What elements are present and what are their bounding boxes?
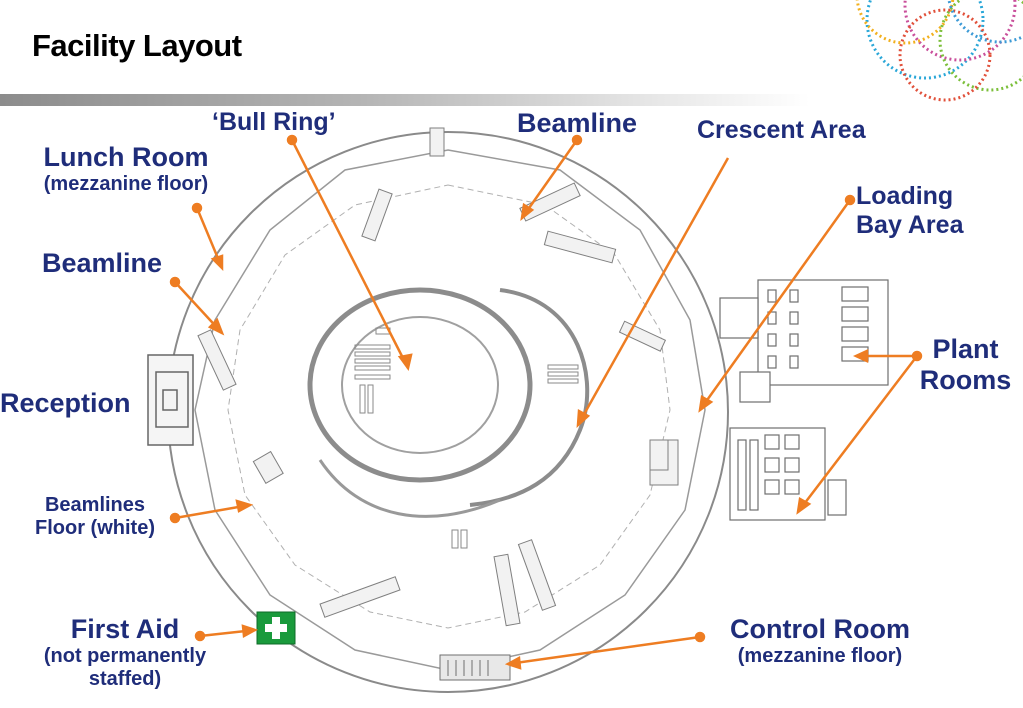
outer-ring xyxy=(167,131,729,693)
crescent-wall xyxy=(469,288,590,507)
label-lunch-room-note: (mezzanine floor) xyxy=(43,173,209,196)
first-aid-cross-icon xyxy=(256,611,296,645)
annotation-arrows xyxy=(169,134,923,670)
label-lunch-room-group: Lunch Room (mezzanine floor) xyxy=(16,142,236,196)
label-first-aid-note: (not permanently xyxy=(43,645,207,668)
label-loading-bay-2: Bay Area xyxy=(856,210,964,239)
label-control-room-note: (mezzanine floor) xyxy=(737,645,903,668)
label-first-aid-group: First Aid (not permanently staffed) xyxy=(15,614,235,691)
label-first-aid-note-2: staffed) xyxy=(88,668,162,691)
label-reception: Reception xyxy=(0,388,131,418)
label-beamlines-floor: Beamlines xyxy=(44,494,146,516)
label-plant-rooms-group: Plant Rooms xyxy=(908,334,1023,396)
arrow-control-room xyxy=(507,635,701,666)
storage-ring xyxy=(307,287,533,483)
arrow-plant-rooms-2 xyxy=(797,355,918,513)
label-first-aid: First Aid xyxy=(70,614,180,644)
beamline-hutches xyxy=(197,127,679,627)
reception-building xyxy=(147,354,194,446)
label-loading-bay-group: Loading Bay Area xyxy=(856,182,963,240)
arrow-bull-ring xyxy=(290,139,410,369)
label-beamline-left: Beamline xyxy=(42,248,163,278)
shield-wall xyxy=(318,459,501,518)
label-control-room: Control Room xyxy=(730,614,910,644)
label-plant-rooms-2: Rooms xyxy=(919,365,1012,396)
title-underline-bar xyxy=(0,94,810,106)
label-beamline-top: Beamline xyxy=(517,108,638,138)
label-loading-bay: Loading xyxy=(856,182,954,210)
control-room-block xyxy=(439,654,511,681)
arrow-beamline-top xyxy=(520,139,579,219)
label-beamlines-floor-2: Floor (white) xyxy=(35,517,155,539)
label-control-room-group: Control Room (mezzanine floor) xyxy=(700,614,940,668)
booster-ring xyxy=(341,316,499,454)
arrow-crescent-area xyxy=(576,157,730,426)
page-title: Facility Layout xyxy=(32,28,242,63)
label-bull-ring: ‘Bull Ring’ xyxy=(212,108,336,136)
dotted-circle-logo-icon xyxy=(855,0,1023,102)
control-annex-building xyxy=(729,427,847,521)
plant-rooms-building xyxy=(719,279,889,403)
label-crescent-area: Crescent Area xyxy=(697,116,866,144)
label-beamlines-floor-group: Beamlines Floor (white) xyxy=(20,494,170,540)
label-plant-rooms: Plant xyxy=(932,334,999,364)
arrow-loading-bay xyxy=(698,199,852,411)
label-lunch-room: Lunch Room xyxy=(43,142,209,172)
